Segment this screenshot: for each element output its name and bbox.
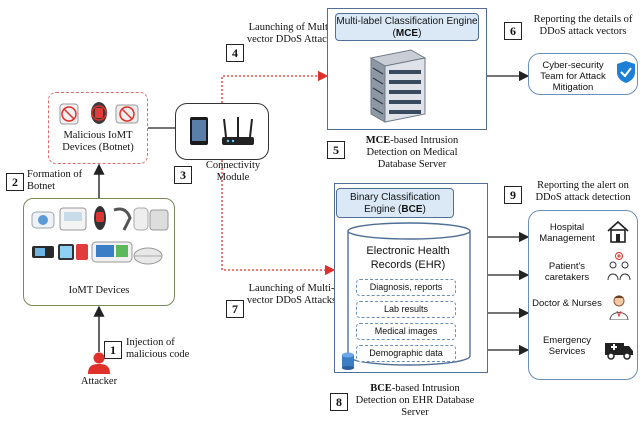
- shield-icon: [617, 61, 635, 83]
- step-3-label: Connectivity Module: [205, 160, 261, 183]
- step-3-badge: 3: [174, 166, 192, 184]
- step-7-badge: 7: [226, 300, 244, 318]
- ehr-title: Electronic Health Records (EHR): [366, 245, 450, 271]
- attack-path-bce: [221, 160, 336, 276]
- step-5-label: MCE-based Intrusion Detection on Medical…: [365, 135, 459, 170]
- attack-path-mce: [221, 70, 329, 103]
- cyber-team-label: Cyber-security Team for Attack Mitigatio…: [540, 60, 606, 93]
- recipient-hospital-label: Hospital Management: [539, 222, 595, 244]
- attacker-icon: [88, 352, 110, 374]
- hospital-icon: [607, 220, 629, 243]
- router-tablet-icon: [190, 117, 254, 145]
- ehr-record-lab: Lab results: [356, 301, 456, 318]
- step-9-badge: 9: [504, 186, 522, 204]
- step-2-label: Formation of Botnet: [27, 169, 83, 192]
- ambulance-icon: [605, 343, 633, 360]
- step-1-badge: 1: [104, 341, 122, 359]
- recipient-emergency-label: Emergency Services: [542, 335, 592, 357]
- server-rack-icon: [369, 49, 427, 123]
- iomt-devices-label: IoMT Devices: [68, 285, 130, 296]
- step-8-badge: 8: [330, 393, 348, 411]
- step-4-label: Launching of Multi-vector DDoS Attacks: [246, 22, 337, 45]
- infected-devices-icon: [59, 102, 139, 125]
- ehr-record-images: Medical images: [356, 323, 456, 340]
- ehr-record-diagnosis: Diagnosis, reports: [356, 279, 456, 296]
- step-6-badge: 6: [504, 22, 522, 40]
- caretakers-icon: [607, 252, 631, 281]
- step-5-badge: 5: [327, 141, 345, 159]
- database-mini-icon: [342, 352, 354, 370]
- step-8-label: BCE-based Intrusion Detection on EHR Dat…: [355, 383, 475, 418]
- step-9-label: Reporting the alert on DDoS attack detec…: [535, 180, 631, 203]
- doctor-icon: [609, 295, 629, 320]
- recipient-caretakers-label: Patient's caretakers: [544, 261, 590, 283]
- medical-devices-icon: [31, 206, 169, 265]
- step-4-badge: 4: [226, 44, 244, 62]
- ehr-record-demographic: Demographic data: [356, 345, 456, 362]
- botnet-label: Malicious IoMT Devices (Botnet): [62, 130, 134, 153]
- step-2-badge: 2: [6, 173, 24, 191]
- step-6-label: Reporting the details of DDoS attack vec…: [533, 14, 633, 37]
- recipient-doctor-label: Doctor & Nurses: [532, 298, 602, 309]
- step-1-label: Injection of malicious code: [126, 337, 190, 360]
- attacker-label: Attacker: [80, 376, 118, 387]
- step-7-label: Launching of Multi-vector DDoS Attacks: [246, 283, 337, 306]
- mce-title: Multi-label Classification Engine (MCE): [335, 13, 479, 41]
- bce-title: Binary Classification Engine (BCE): [336, 188, 454, 218]
